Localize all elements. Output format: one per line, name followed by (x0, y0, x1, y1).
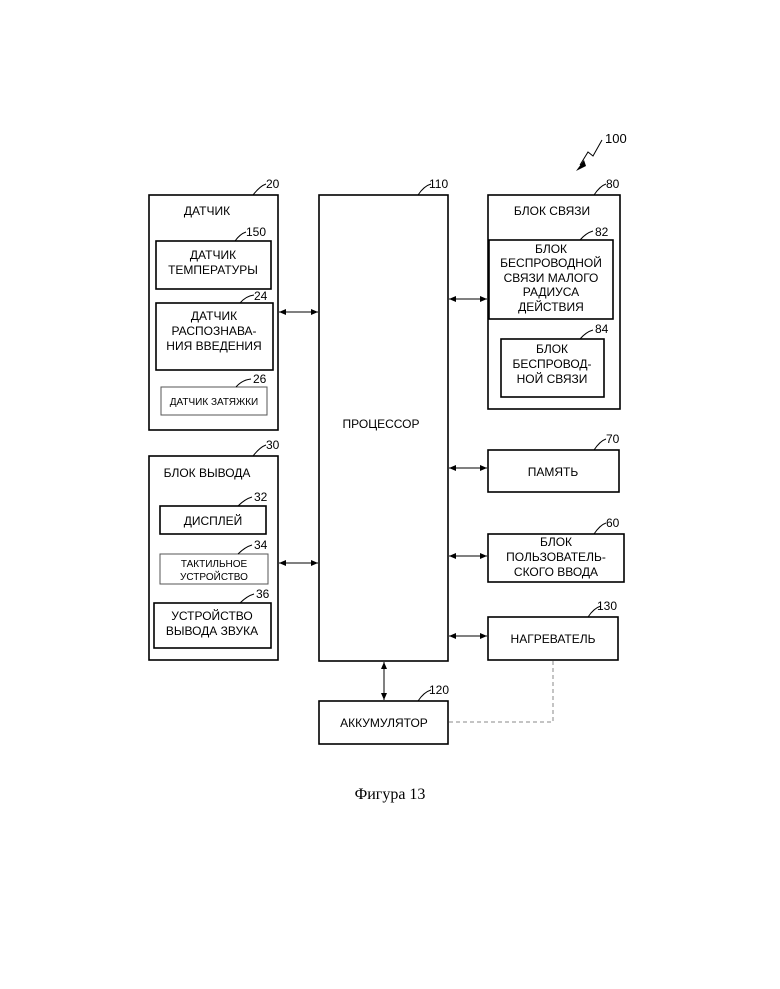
memory-label: ПАМЯТЬ (528, 465, 579, 479)
ref-puff-sensor: 26 (253, 372, 267, 386)
processor-label: ПРОЦЕССОР (343, 417, 420, 431)
sensor-block: 20 ДАТЧИК 150 ДАТЧИК ТЕМПЕРАТУРЫ 24 ДАТЧ… (149, 177, 280, 430)
sound-output-line1: УСТРОЙСТВО (171, 608, 252, 623)
haptic-line2: УСТРОЙСТВО (180, 570, 248, 583)
insertion-sensor-line2: РАСПОЗНАВА- (171, 324, 256, 338)
short-range-line3: СВЯЗИ МАЛОГО (504, 271, 599, 285)
heater-block: 130 НАГРЕВАТЕЛЬ (488, 599, 618, 660)
insertion-sensor-line3: НИЯ ВВЕДЕНИЯ (166, 339, 261, 353)
communication-block: 80 БЛОК СВЯЗИ 82 БЛОК БЕСПРОВОДНОЙ СВЯЗИ… (488, 177, 620, 409)
output-title: БЛОК ВЫВОДА (164, 466, 251, 480)
ref-memory: 70 (606, 432, 620, 446)
ref-user-input: 60 (606, 516, 620, 530)
output-block: 30 БЛОК ВЫВОДА 32 ДИСПЛЕЙ 34 ТАКТИЛЬНОЕ … (149, 438, 280, 660)
temperature-sensor-line1: ДАТЧИК (190, 248, 236, 262)
processor-block: 110 ПРОЦЕССОР (319, 177, 448, 661)
ref-system: 100 (605, 131, 627, 146)
ref-leader (594, 523, 606, 534)
system-reference: 100 (576, 131, 627, 171)
ref-short-range: 82 (595, 225, 609, 239)
puff-sensor-label: ДАТЧИК ЗАТЯЖКИ (170, 397, 259, 408)
ref-leader (253, 184, 266, 195)
ref-leader (594, 184, 606, 195)
ref-wireless: 84 (595, 322, 609, 336)
communication-title: БЛОК СВЯЗИ (514, 204, 590, 218)
battery-heater-dashed-link (449, 661, 553, 722)
user-input-line3: СКОГО ВВОДА (514, 565, 598, 579)
heater-label: НАГРЕВАТЕЛЬ (511, 632, 596, 646)
memory-block: 70 ПАМЯТЬ (488, 432, 620, 492)
ref-sound-output: 36 (256, 587, 270, 601)
temperature-sensor-line2: ТЕМПЕРАТУРЫ (168, 263, 258, 277)
ref-processor: 110 (429, 177, 448, 191)
wireless-line1: БЛОК (536, 342, 568, 356)
ref-leader (253, 445, 266, 456)
short-range-line4: РАДИУСА (523, 285, 579, 299)
figure-caption: Фигура 13 (355, 786, 426, 803)
short-range-line1: БЛОК (535, 242, 567, 256)
reference-arrowhead (576, 160, 586, 171)
sensor-title: ДАТЧИК (184, 204, 230, 218)
user-input-line2: ПОЛЬЗОВАТЕЛЬ- (506, 550, 606, 564)
ref-temperature-sensor: 150 (246, 225, 266, 239)
ref-insertion-sensor: 24 (254, 289, 268, 303)
ref-haptic: 34 (254, 538, 268, 552)
ref-sensor: 20 (266, 177, 280, 191)
ref-leader (594, 439, 606, 450)
battery-label: АККУМУЛЯТОР (340, 716, 428, 730)
ref-display: 32 (254, 490, 268, 504)
wireless-line2: БЕСПРОВОД- (512, 357, 591, 371)
wireless-line3: НОЙ СВЯЗИ (517, 371, 588, 386)
ref-output: 30 (266, 438, 280, 452)
haptic-line1: ТАКТИЛЬНОЕ (181, 559, 248, 570)
display-label: ДИСПЛЕЙ (184, 513, 243, 528)
sound-output-line2: ВЫВОДА ЗВУКА (166, 624, 258, 638)
ref-heater: 130 (597, 599, 617, 613)
user-input-block: 60 БЛОК ПОЛЬЗОВАТЕЛЬ- СКОГО ВВОДА (488, 516, 624, 582)
short-range-line2: БЕСПРОВОДНОЙ (500, 255, 602, 270)
short-range-line5: ДЕЙСТВИЯ (518, 299, 584, 314)
ref-battery: 120 (429, 683, 449, 697)
insertion-sensor-line1: ДАТЧИК (191, 309, 237, 323)
user-input-line1: БЛОК (540, 535, 572, 549)
ref-communication: 80 (606, 177, 620, 191)
